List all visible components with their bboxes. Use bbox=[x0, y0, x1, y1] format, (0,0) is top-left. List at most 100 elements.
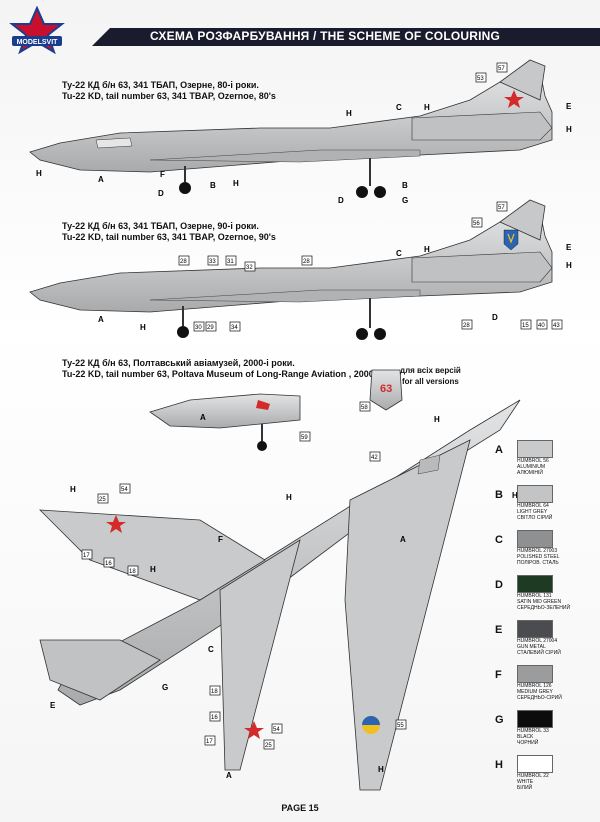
callout-30: 30 bbox=[195, 325, 202, 331]
profile2-caption-ua: Ту-22 КД б/н 63, 341 ТБАП, Озерне, 90-і … bbox=[62, 221, 259, 231]
page-title: СХЕМА РОЗФАРБУВАННЯ / THE SCHEME OF COLO… bbox=[150, 29, 501, 43]
swatch-en: POLISHED STEEL bbox=[517, 554, 560, 560]
callout-31: 31 bbox=[227, 259, 234, 265]
all-versions-caption: для всіх версій for all versions bbox=[400, 365, 461, 387]
callout-C: C bbox=[396, 249, 402, 258]
swatch-color bbox=[517, 575, 553, 593]
swatch-color bbox=[517, 710, 553, 728]
callout-25: 25 bbox=[265, 743, 272, 749]
swatch-en: GUN METAL bbox=[517, 644, 546, 650]
swatch-letter: G bbox=[495, 714, 504, 726]
callout-15: 15 bbox=[522, 323, 529, 329]
swatch-ua: ПОЛІРОВ. СТАЛЬ bbox=[517, 560, 559, 566]
callout-H: H bbox=[150, 565, 156, 574]
callout-E: E bbox=[566, 102, 572, 111]
callout-G: G bbox=[162, 683, 168, 692]
callout-D: D bbox=[338, 196, 344, 205]
callout-B: B bbox=[402, 181, 408, 190]
swatch-color bbox=[517, 530, 553, 548]
swatch-ua: СЕРЕДНЬО-СІРИЙ bbox=[517, 695, 562, 701]
swatch-ua: АЛЮМІНІЙ bbox=[517, 470, 543, 476]
swatch-letter: A bbox=[495, 444, 503, 456]
nose-wheel bbox=[177, 326, 189, 338]
main-wheel bbox=[356, 328, 368, 340]
trident-emblem-icon bbox=[503, 229, 519, 251]
callout-D: D bbox=[158, 189, 164, 198]
plan-callouts: H 42 H A H 25 54 H 17 16 18 C H G E F 18… bbox=[50, 415, 518, 780]
swatch-code: HUMBROL 64 bbox=[517, 503, 549, 509]
callout-29: 29 bbox=[207, 325, 214, 331]
profile2-side-view bbox=[29, 199, 553, 340]
tail-number: 63 bbox=[380, 383, 392, 395]
callout-A: A bbox=[98, 315, 104, 324]
swatch-letter: C bbox=[495, 534, 503, 546]
callout-18: 18 bbox=[211, 689, 218, 695]
callout-H: H bbox=[434, 415, 440, 424]
callout-H: H bbox=[424, 245, 430, 254]
modelsvit-logo: MODELSVIT bbox=[9, 6, 65, 55]
swatch-color bbox=[517, 755, 553, 773]
swatch-en: ALUMINIUM bbox=[517, 464, 546, 470]
callout-H: H bbox=[424, 103, 430, 112]
callout-17: 17 bbox=[206, 739, 213, 745]
swatch-color bbox=[517, 620, 553, 638]
nose-front-view: 63 bbox=[369, 369, 403, 411]
callout-F: F bbox=[160, 170, 165, 179]
callout-H: H bbox=[140, 323, 146, 332]
profile1-callouts: 53 57 H C E H H A F D B H D G H B bbox=[36, 62, 572, 205]
profile1-side-view bbox=[29, 59, 553, 198]
profile2-caption: Ту-22 КД б/н 63, 341 ТБАП, Озерне, 90-і … bbox=[62, 221, 276, 243]
callout-H: H bbox=[286, 493, 292, 502]
swatch-letter: H bbox=[495, 759, 503, 771]
swatch-code: HUMBROL 27004 bbox=[517, 638, 558, 644]
callout-H: H bbox=[378, 765, 384, 774]
callout-28: 28 bbox=[180, 259, 187, 265]
callout-58: 58 bbox=[361, 405, 368, 411]
nose-wheel bbox=[179, 182, 191, 194]
swatch-letter: E bbox=[495, 624, 503, 636]
callout-54: 54 bbox=[121, 487, 128, 493]
all-versions-en: for all versions bbox=[401, 377, 459, 386]
swatch-ua: БІЛИЙ bbox=[517, 785, 533, 791]
swatch-ua: СВІТЛО СІРИЙ bbox=[517, 515, 553, 521]
callout-28: 28 bbox=[463, 323, 470, 329]
callout-H: H bbox=[233, 179, 239, 188]
callout-40: 40 bbox=[538, 323, 545, 329]
callout-H: H bbox=[346, 109, 352, 118]
profile2-caption-en: Tu-22 KD, tail number 63, 341 TBAP, Ozer… bbox=[62, 232, 276, 242]
callout-17: 17 bbox=[83, 553, 90, 559]
callout-A: A bbox=[400, 535, 406, 544]
swatch-code: HUMBROL 56 bbox=[517, 458, 549, 464]
callout-28: 28 bbox=[303, 259, 310, 265]
main-wheel bbox=[374, 186, 386, 198]
swatch-letter: D bbox=[495, 579, 503, 591]
swatch-code: HUMBROL 131 bbox=[517, 593, 552, 599]
callout-E: E bbox=[50, 701, 56, 710]
logo-text: MODELSVIT bbox=[17, 39, 59, 46]
swatch-en: WHITE bbox=[517, 779, 534, 785]
swatch-letter: B bbox=[495, 489, 503, 501]
callout-42: 42 bbox=[371, 455, 378, 461]
profile1-caption-en: Tu-22 KD, tail number 63, 341 TBAP, Ozer… bbox=[62, 91, 276, 101]
callout-53: 53 bbox=[477, 76, 484, 82]
main-wheel bbox=[374, 328, 386, 340]
swatch-code: HUMBROL 22 bbox=[517, 773, 549, 779]
callout-16: 16 bbox=[211, 715, 218, 721]
callout-H: H bbox=[70, 485, 76, 494]
callout-H: H bbox=[512, 491, 518, 500]
callout-A: A bbox=[98, 175, 104, 184]
profile2-callouts: 56 57 C E 28 33 31 32 28 A H 30 29 34 28 bbox=[98, 201, 572, 332]
swatch-en: BLACK bbox=[517, 734, 534, 740]
profile1-caption: Ту-22 КД б/н 63, 341 ТБАП, Озерне, 80-і … bbox=[62, 80, 276, 102]
swatch-en: MEDIUM GREY bbox=[517, 689, 553, 695]
profile3-side-view: A 58 59 bbox=[149, 393, 371, 451]
wing-star-icon bbox=[106, 515, 126, 533]
page-number: PAGE 15 bbox=[281, 803, 319, 813]
swatch-code: HUMBROL 27003 bbox=[517, 548, 558, 554]
profile3-caption: Ту-22 КД б/н 63, Полтавський авіамузей, … bbox=[62, 358, 381, 380]
callout-32: 32 bbox=[246, 265, 253, 271]
callout-H: H bbox=[566, 261, 572, 270]
callout-C: C bbox=[396, 103, 402, 112]
callout-57: 57 bbox=[498, 205, 505, 211]
